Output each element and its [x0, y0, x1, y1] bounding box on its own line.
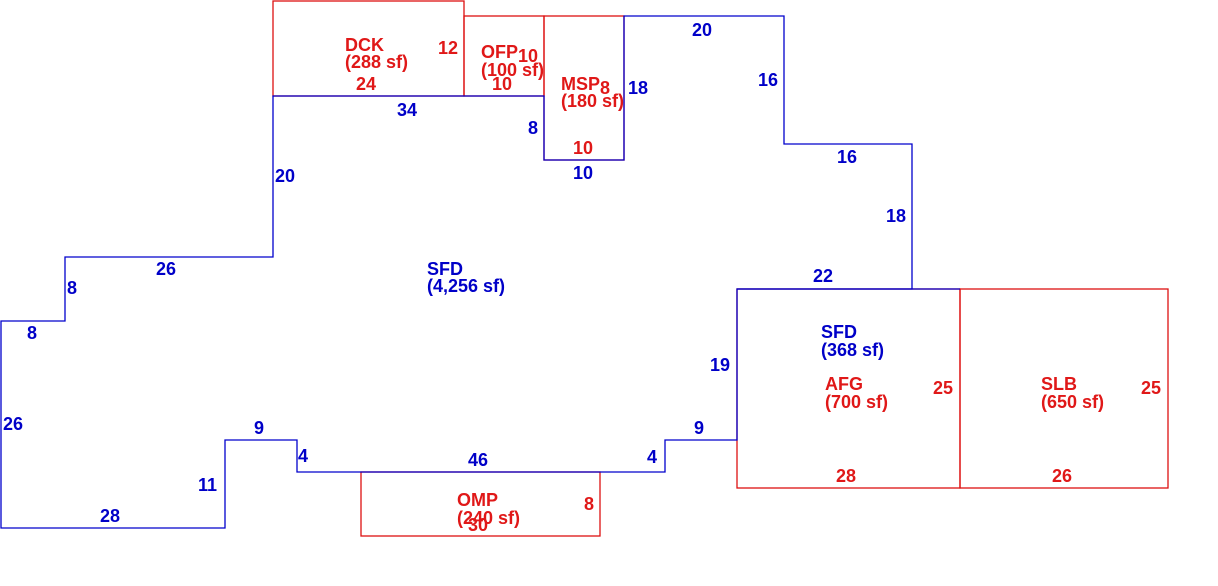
afg-area: (700 sf): [825, 392, 888, 412]
sfd-main-code: SFD: [427, 259, 463, 279]
dim-label: 9: [254, 418, 264, 438]
dim-label: 10: [518, 46, 538, 66]
dim-label: 26: [156, 259, 176, 279]
omp-code: OMP: [457, 490, 498, 510]
dim-label: 18: [886, 206, 906, 226]
dim-label: 8: [67, 278, 77, 298]
dim-label: 11: [198, 475, 217, 495]
dim-label: 9: [694, 418, 704, 438]
dim-label: 24: [356, 74, 376, 94]
dim-label: 30: [468, 515, 488, 535]
dim-label: 20: [275, 166, 295, 186]
dim-label: 8: [27, 323, 37, 343]
dim-label: 46: [468, 450, 488, 470]
dim-label: 22: [813, 266, 833, 286]
dck-code: DCK: [345, 35, 384, 55]
dim-label: 8: [584, 494, 594, 514]
dim-label: 26: [1052, 466, 1072, 486]
dim-label: 25: [933, 378, 953, 398]
msp-area: (180 sf): [561, 91, 624, 111]
dim-label: 10: [573, 163, 593, 183]
dim-label: 25: [1141, 378, 1161, 398]
dim-label: 28: [100, 506, 120, 526]
dim-label: 8: [600, 78, 610, 98]
msp-code: MSP: [561, 74, 600, 94]
dim-label: 4: [298, 446, 308, 466]
dim-label: 4: [647, 447, 657, 467]
sfd-main-area: (4,256 sf): [427, 276, 505, 296]
afg-code: AFG: [825, 374, 863, 394]
dim-label: 20: [692, 20, 712, 40]
sfd-small-area: (368 sf): [821, 340, 884, 360]
slb-outline: [959, 288, 1169, 489]
dim-label: 16: [758, 70, 778, 90]
dim-label: 16: [837, 147, 857, 167]
dck-area: (288 sf): [345, 52, 408, 72]
slb-area: (650 sf): [1041, 392, 1104, 412]
omp-area: (240 sf): [457, 508, 520, 528]
dim-label: 12: [438, 38, 458, 58]
dim-label: 8: [528, 118, 538, 138]
ofp-code: OFP: [481, 42, 518, 62]
dim-label: 28: [836, 466, 856, 486]
ofp-area: (100 sf): [481, 60, 544, 80]
sfd-main-outline: [0, 15, 913, 529]
dim-label: 34: [397, 100, 417, 120]
dim-label: 18: [628, 78, 648, 98]
slb-code: SLB: [1041, 374, 1077, 394]
dim-label: 10: [573, 138, 593, 158]
sfd-small-code: SFD: [821, 322, 857, 342]
dim-label: 10: [492, 74, 512, 94]
dim-label: 19: [710, 355, 730, 375]
dim-label: 26: [3, 414, 23, 434]
